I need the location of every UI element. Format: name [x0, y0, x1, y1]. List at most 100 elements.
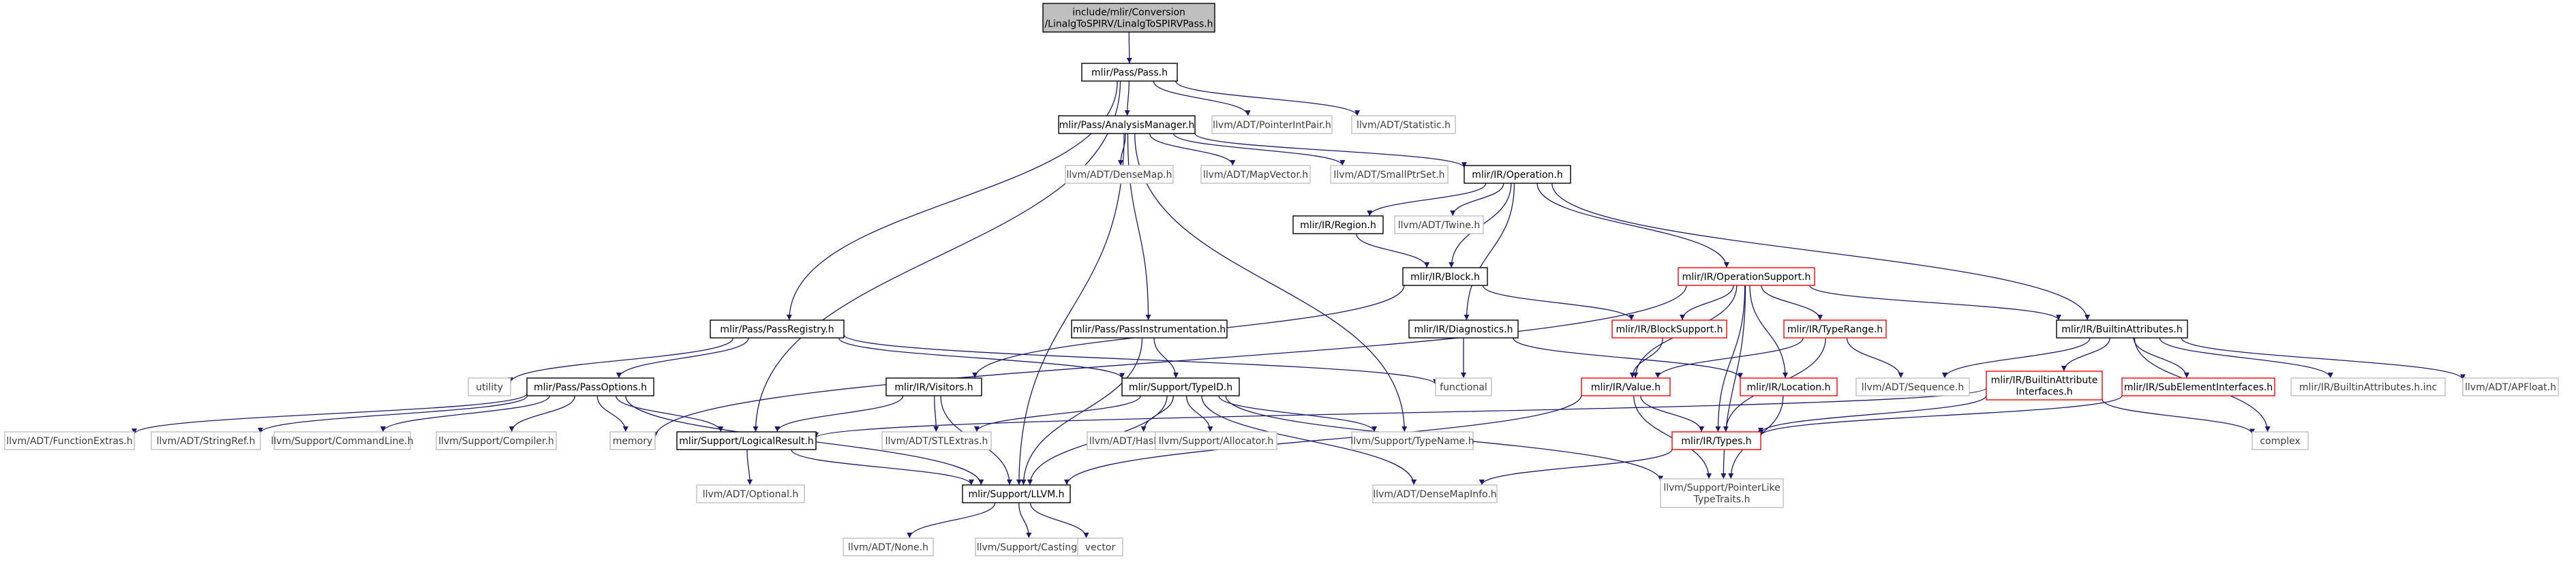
edge-operation-to-diagnostics — [1464, 183, 1515, 321]
node-box — [1058, 115, 1196, 134]
node-analysis[interactable]: mlir/Pass/AnalysisManager.h — [1058, 115, 1196, 134]
node-statistic: llvm/ADT/Statistic.h — [1351, 115, 1456, 134]
edge-typeid-to-stlextras — [973, 395, 1141, 433]
node-box — [1155, 431, 1277, 450]
node-typeid[interactable]: mlir/Support/TypeID.h — [1121, 377, 1240, 396]
node-box — [1081, 63, 1178, 82]
node-none: llvm/ADT/None.h — [843, 537, 934, 557]
node-box — [2252, 431, 2309, 450]
node-box — [1783, 319, 1887, 339]
edge-passoptions-to-logicalresult — [616, 395, 724, 433]
node-box — [843, 537, 934, 557]
node-apfloat: llvm/ADT/APFloat.h — [2462, 377, 2559, 396]
edge-passinstr-to-typeid — [1153, 337, 1179, 379]
node-box — [609, 431, 656, 450]
node-label: mlir/IR/BuiltinAttributes.h.inc — [2299, 382, 2437, 393]
edge-typeid-to-allocator — [1185, 395, 1213, 433]
node-subelemifaces[interactable]: mlir/IR/SubElementInterfaces.h — [2121, 377, 2275, 396]
node-value[interactable]: mlir/IR/Value.h — [1581, 377, 1671, 396]
node-label: mlir/IR/BlockSupport.h — [1616, 324, 1723, 335]
node-passoptions[interactable]: mlir/Pass/PassOptions.h — [526, 377, 654, 396]
edge-diagnostics-to-location — [1513, 337, 1743, 379]
edge-pass-to-ptrintpair — [1153, 80, 1251, 116]
edge-typerange-to-sequence — [1846, 337, 1904, 379]
node-label: vector — [1085, 542, 1116, 553]
edge-builtinattrs-to-apfloat — [2181, 337, 2466, 380]
node-builtinattrs[interactable]: mlir/IR/BuiltinAttributes.h — [2056, 319, 2188, 339]
node-label: llvm/ADT/Statistic.h — [1357, 120, 1451, 131]
edge-llvmh-to-vector — [1029, 502, 1089, 539]
edge-root-to-pass — [1126, 31, 1132, 64]
node-pass[interactable]: mlir/Pass/Pass.h — [1081, 63, 1178, 82]
edge-block-to-blocksupport — [1482, 285, 1635, 321]
node-box — [1408, 319, 1519, 339]
edge-analysis-to-mapvector — [1149, 133, 1236, 166]
edge-analysis-to-smallptrset — [1172, 133, 1346, 166]
node-typename: llvm/Support/TypeName.h — [1350, 431, 1474, 450]
node-visitors[interactable]: mlir/IR/Visitors.h — [885, 377, 982, 396]
node-label: llvm/ADT/APFloat.h — [2465, 382, 2556, 393]
node-types[interactable]: mlir/IR/Types.h — [1671, 431, 1761, 450]
node-box — [1292, 215, 1384, 234]
edge-visitors-to-stlextras — [933, 395, 939, 433]
node-operation[interactable]: mlir/IR/Operation.h — [1464, 165, 1571, 184]
edge-opsupport-to-blocksupport — [1680, 285, 1734, 321]
node-passinstr[interactable]: mlir/Pass/PassInstrumentation.h — [1071, 319, 1228, 339]
node-label: functional — [1440, 382, 1487, 393]
edge-builtinattrs-to-subelemifaces — [2133, 337, 2189, 379]
node-box — [710, 319, 845, 339]
node-label: llvm/ADT/STLExtras.h — [885, 436, 988, 447]
nodes-layer: include/mlir/Conversion/LinalgToSPIRV/Li… — [4, 3, 2559, 557]
node-box — [4, 431, 135, 450]
node-mapvector: llvm/ADT/MapVector.h — [1200, 165, 1311, 184]
edge-opsupport-to-location — [1749, 285, 1789, 379]
edge-passregistry-to-passoptions — [616, 337, 749, 379]
node-label: mlir/IR/Location.h — [1747, 382, 1831, 393]
node-blocksupport[interactable]: mlir/IR/BlockSupport.h — [1611, 319, 1727, 339]
node-label: mlir/Pass/PassRegistry.h — [720, 324, 834, 335]
edge-operation-to-twine — [1450, 183, 1504, 217]
node-box — [1581, 377, 1671, 396]
node-label: mlir/IR/Block.h — [1410, 272, 1480, 283]
node-logicalresult[interactable]: mlir/Support/LogicalResult.h — [676, 431, 817, 450]
node-label: llvm/ADT/Sequence.h — [1862, 382, 1964, 393]
edge-analysis-to-llvmh — [1016, 133, 1125, 486]
node-label: utility — [476, 382, 503, 393]
node-box — [676, 431, 817, 450]
node-label: mlir/Pass/PassOptions.h — [534, 382, 647, 393]
node-label: memory — [613, 436, 653, 447]
edge-operation-to-builtinattrs — [1551, 183, 2091, 321]
node-location[interactable]: mlir/IR/Location.h — [1740, 377, 1838, 396]
node-typerange[interactable]: mlir/IR/TypeRange.h — [1783, 319, 1887, 339]
node-box — [436, 431, 557, 450]
edge-typeid-to-densemapinfo — [1201, 395, 1417, 486]
node-densemap: llvm/ADT/DenseMap.h — [1065, 165, 1174, 184]
node-box — [1678, 267, 1815, 286]
edge-passoptions-to-compiler — [509, 395, 575, 433]
node-label: mlir/IR/Types.h — [1681, 436, 1751, 447]
node-diagnostics[interactable]: mlir/IR/Diagnostics.h — [1408, 319, 1519, 339]
node-box — [1351, 431, 1474, 450]
edge-passregistry-to-functional — [843, 334, 1438, 386]
node-builtinattrsinc: mlir/IR/BuiltinAttributes.h.inc — [2290, 377, 2446, 396]
node-label: mlir/IR/OperationSupport.h — [1682, 272, 1811, 283]
edge-builtinattrs-to-builtinattrsinc — [2159, 337, 2333, 379]
node-llvmh[interactable]: mlir/Support/LLVM.h — [962, 484, 1071, 503]
edge-logicalresult-to-optional — [746, 449, 753, 486]
node-box — [151, 431, 261, 450]
node-box — [1611, 319, 1727, 339]
node-opsupport[interactable]: mlir/IR/OperationSupport.h — [1678, 267, 1815, 286]
node-box — [1464, 165, 1571, 184]
node-allocator: llvm/Support/Allocator.h — [1155, 431, 1277, 450]
node-root[interactable]: include/mlir/Conversion/LinalgToSPIRV/Li… — [1042, 3, 1215, 33]
node-box — [1740, 377, 1838, 396]
node-label: llvm/ADT/SmallPtrSet.h — [1334, 170, 1445, 181]
node-block[interactable]: mlir/IR/Block.h — [1402, 267, 1488, 286]
node-passregistry[interactable]: mlir/Pass/PassRegistry.h — [710, 319, 845, 339]
node-region[interactable]: mlir/IR/Region.h — [1292, 215, 1384, 234]
node-label: llvm/ADT/MapVector.h — [1203, 170, 1308, 181]
edge-pass-to-statistic — [1175, 80, 1361, 116]
edge-opsupport-to-memory — [652, 285, 1687, 438]
edge-passoptions-to-cmdline — [380, 395, 550, 433]
